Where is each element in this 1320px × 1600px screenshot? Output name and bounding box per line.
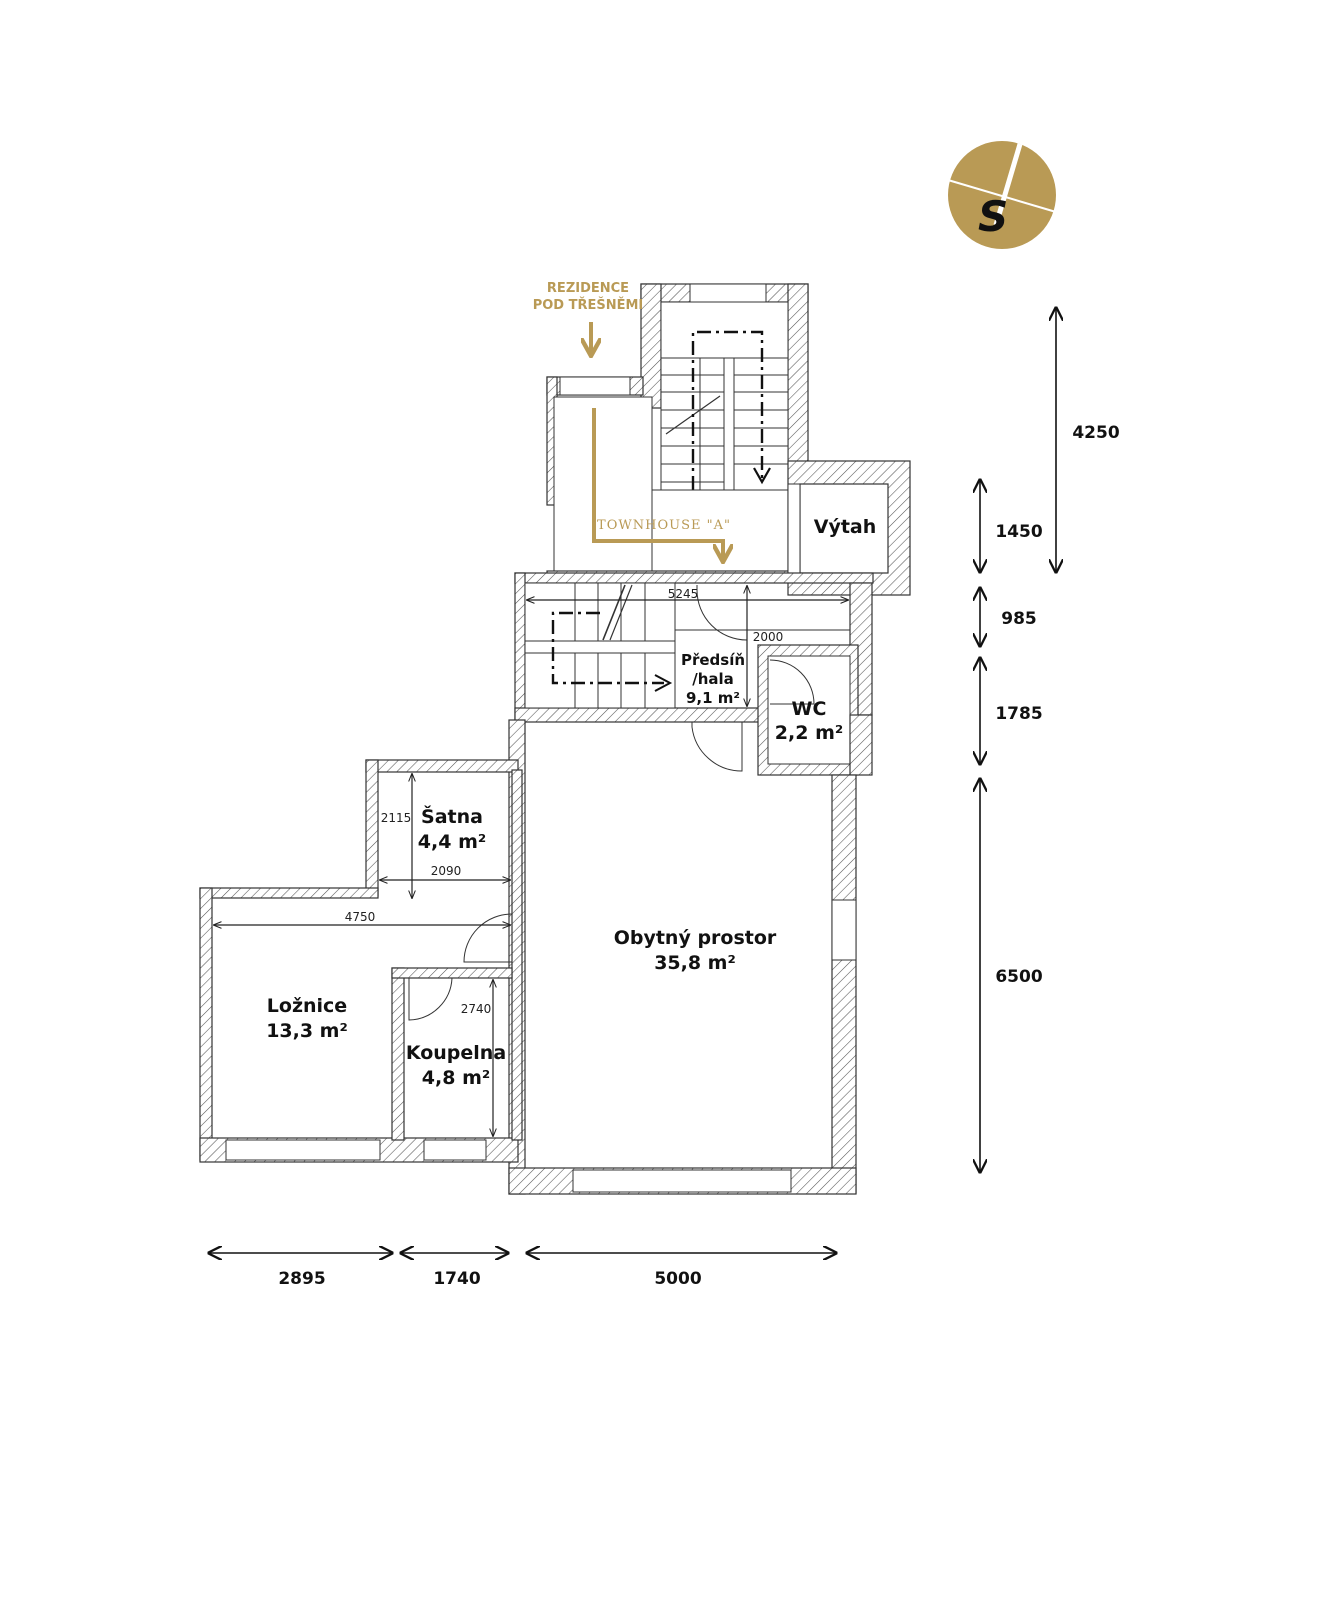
room-koupelna-area: 4,8 m² xyxy=(422,1067,490,1089)
dim-bath-height: 2740 xyxy=(461,1002,492,1016)
dim-bottom-2: 5000 xyxy=(654,1269,701,1289)
entrance-label-line1: REZIDENCE xyxy=(547,281,629,296)
dim-right-1: 1450 xyxy=(995,522,1042,542)
dim-right-0: 4250 xyxy=(1072,423,1119,443)
room-obytny-area: 35,8 m² xyxy=(654,952,736,974)
room-predsin-name-1: Předsíň xyxy=(681,651,745,669)
room-loznice-name: Ložnice xyxy=(267,995,347,1017)
entrance-arrows xyxy=(591,322,723,558)
room-satna-name: Šatna xyxy=(421,804,483,828)
townhouse-label: TOWNHOUSE "A" xyxy=(597,518,731,533)
dim-right-3: 1785 xyxy=(995,704,1042,724)
logo: S xyxy=(947,141,1057,249)
apartment-walls xyxy=(199,572,874,1195)
dim-bedroom-width: 4750 xyxy=(345,910,376,924)
room-wc-area: 2,2 m² xyxy=(775,722,843,744)
entrance-label-line2: POD TŘEŠNĚMI xyxy=(533,297,644,313)
dim-bottom-1: 1740 xyxy=(433,1269,480,1289)
logo-letter: S xyxy=(978,192,1008,241)
room-satna-area: 4,4 m² xyxy=(418,831,486,853)
dim-right-4: 6500 xyxy=(995,967,1042,987)
dim-hall-width: 5245 xyxy=(668,587,699,601)
room-loznice-area: 13,3 m² xyxy=(266,1020,348,1042)
room-predsin-name-2: /hala xyxy=(692,670,734,688)
room-obytny-name: Obytný prostor xyxy=(614,927,777,949)
stair-tower xyxy=(640,283,809,509)
dim-bottom-0: 2895 xyxy=(278,1269,325,1289)
right-dimension-lines xyxy=(980,308,1056,1172)
room-predsin-area: 9,1 m² xyxy=(686,689,740,707)
dim-right-2: 985 xyxy=(1001,609,1037,629)
inner-dimension-lines xyxy=(214,586,848,1136)
room-vytah-name: Výtah xyxy=(814,516,877,538)
internal-stairs xyxy=(524,582,850,709)
doors xyxy=(408,585,815,1021)
dim-satna-width: 2090 xyxy=(431,864,462,878)
dim-satna-height: 2115 xyxy=(381,811,412,825)
dim-hall-depth: 2000 xyxy=(753,630,784,644)
room-wc-name: WC xyxy=(792,698,827,720)
room-koupelna-name: Koupelna xyxy=(406,1042,506,1064)
